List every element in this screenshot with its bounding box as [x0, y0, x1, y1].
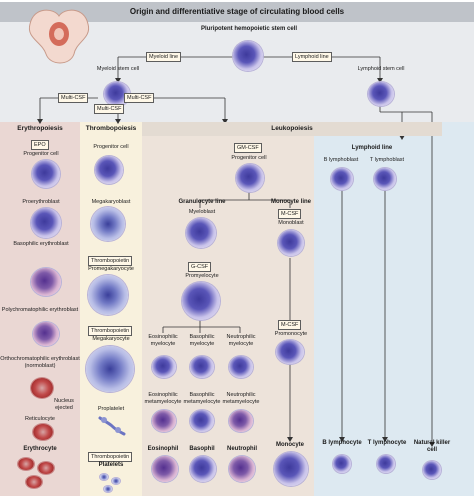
thr-progenitor-cell	[95, 156, 123, 184]
erythrocyte-cell-3	[26, 476, 42, 488]
platelets-label: Platelets	[98, 462, 124, 468]
ery-progenitor-cell	[32, 160, 60, 188]
basophilic-erythroblast-label: Basophilic erythroblast	[13, 241, 69, 247]
erythrocyte-cell-1	[18, 458, 34, 470]
bone-illustration	[28, 9, 90, 64]
baso-meta-label: Basophilic metamyelocyte	[183, 392, 221, 405]
myeloid-line-box: Myeloid line	[146, 52, 182, 62]
monocyte-cell	[274, 452, 308, 486]
promonocyte-cell	[276, 340, 304, 364]
platelet-3	[104, 486, 112, 492]
b-lymphocyte-cell	[333, 455, 351, 473]
megakaryocyte-cell	[86, 346, 134, 392]
myeloblast-cell	[186, 218, 216, 248]
nk-cell	[423, 461, 441, 479]
neut-meta-label: Neutrophilic metamyelocyte	[222, 392, 260, 405]
platelet-2	[112, 478, 120, 484]
erythrocyte-label: Erythrocyte	[23, 446, 57, 452]
baso-myelocyte-label: Basophilic myelocyte	[189, 334, 215, 347]
b-lymphoblast-label: B lymphoblast	[323, 157, 359, 163]
neutrophil-label: Neutrophil	[227, 446, 257, 452]
baso-myelocyte-cell	[190, 356, 214, 378]
neut-myelocyte-label: Neutrophilic myelocyte	[226, 334, 256, 347]
thrombopoietin-box-3: Thrombopoietin	[88, 452, 133, 462]
promyelocyte-label: Promyelocyte	[185, 273, 219, 279]
neut-myelocyte-cell	[229, 356, 253, 378]
leukopoiesis-header: Leukopoiesis	[142, 122, 442, 136]
basophil-label: Basophil	[189, 446, 215, 452]
nk-cell-label: Natural killer cell	[413, 440, 451, 453]
pluripotent-stem-cell	[233, 41, 263, 71]
lymphoid-stem-cell	[368, 82, 394, 106]
megakaryocyte-label: Megakaryocyte	[92, 336, 130, 342]
epo-box: EPO	[31, 140, 49, 150]
megakaryoblast-label: Megakaryoblast	[91, 199, 131, 205]
promonocyte-label: Promonocyte	[274, 331, 308, 337]
myeloid-stem-label: Myeloid stem cell	[96, 66, 140, 72]
m-csf-box-1: M-CSF	[278, 209, 302, 219]
g-csf-box: G-CSF	[188, 262, 212, 272]
polychromatophilic-cell	[33, 322, 59, 346]
lymphoid-line-box: Lymphoid line	[292, 52, 332, 62]
multi-csf-box-1: Multi-CSF	[58, 93, 89, 103]
erythropoiesis-header: Erythropoiesis	[17, 125, 63, 132]
monoblast-label: Monoblast	[278, 220, 304, 226]
myeloblast-label: Myeloblast	[188, 209, 216, 215]
proplatelet-shape	[98, 416, 126, 436]
polychromatophilic-label: Polychromatophilic erythroblast	[1, 307, 79, 313]
b-lymphocyte-label: B lymphocyte	[322, 440, 362, 446]
promegakaryocyte-cell	[88, 275, 128, 315]
b-lymphoblast-cell	[331, 168, 353, 190]
eosinophil-cell	[152, 456, 178, 482]
leukopoiesis-column	[142, 122, 314, 496]
gm-csf-box: GM-CSF	[234, 143, 262, 153]
leu-progenitor-cell	[236, 164, 264, 192]
pluripotent-label: Pluripotent hemopoietic stem cell	[200, 26, 298, 32]
monocyte-line-label: Monocyte line	[270, 199, 311, 205]
monocyte-label: Monocyte	[275, 442, 304, 448]
reticulocyte-label: Reticulocyte	[25, 416, 55, 422]
thrombopoiesis-header: Thrombopoiesis	[85, 125, 137, 132]
eos-myelocyte-label: Eosinophilic myelocyte	[148, 334, 178, 347]
megakaryoblast-cell	[91, 207, 125, 241]
m-csf-box-2: M-CSF	[278, 320, 302, 330]
t-lymphocyte-label: T lymphocyte	[367, 440, 407, 446]
multi-csf-box-2: Multi-CSF	[94, 104, 125, 114]
orthochromatophilic-cell	[31, 378, 53, 398]
promegakaryocyte-label: Promegakaryocyte	[88, 266, 134, 272]
t-lymphoblast-label: T lymphoblast	[369, 157, 405, 163]
proerythroblast-label: Proerythroblast	[22, 199, 60, 205]
eosinophil-label: Eosinophil	[147, 446, 179, 452]
erythrocyte-cell-2	[38, 462, 54, 474]
lymphoid-stem-label: Lymphoid stem cell	[357, 66, 405, 72]
lymphoid-line-header: Lymphoid line	[351, 145, 393, 151]
promyelocyte-cell	[182, 282, 220, 320]
multi-csf-box-3: Multi-CSF	[124, 93, 155, 103]
thr-progenitor-label: Progenitor cell	[93, 144, 129, 150]
orthochromatophilic-label: Orthochromatophilic erythroblast (normob…	[0, 356, 80, 369]
neut-meta-cell	[229, 410, 253, 432]
platelet-1	[100, 474, 108, 480]
t-lymphoblast-cell	[374, 168, 396, 190]
proplatelet-label: Proplatelet	[97, 406, 125, 412]
nucleus-ejected-label: Nucleus ejected	[54, 398, 74, 411]
reticulocyte-cell	[33, 424, 53, 440]
t-lymphocyte-cell	[377, 455, 395, 473]
granulocyte-line-label: Granulocyte line	[178, 199, 226, 205]
thrombopoietin-box-2: Thrombopoietin	[88, 326, 133, 336]
proerythroblast-cell	[31, 208, 61, 238]
diagram-title: Origin and differentiative stage of circ…	[0, 2, 474, 22]
neutrophil-cell	[229, 456, 255, 482]
basophilic-erythroblast-cell	[31, 268, 61, 296]
ery-progenitor-label: Progenitor cell	[23, 151, 59, 157]
eos-meta-label: Eosinophilic metamyelocyte	[144, 392, 182, 405]
basophil-cell	[190, 456, 216, 482]
eos-myelocyte-cell	[152, 356, 176, 378]
baso-meta-cell	[190, 410, 214, 432]
leu-progenitor-label: Progenitor cell	[231, 155, 267, 161]
thrombopoietin-box-1: Thrombopoietin	[88, 256, 133, 266]
eos-meta-cell	[152, 410, 176, 432]
monoblast-cell	[278, 230, 304, 256]
